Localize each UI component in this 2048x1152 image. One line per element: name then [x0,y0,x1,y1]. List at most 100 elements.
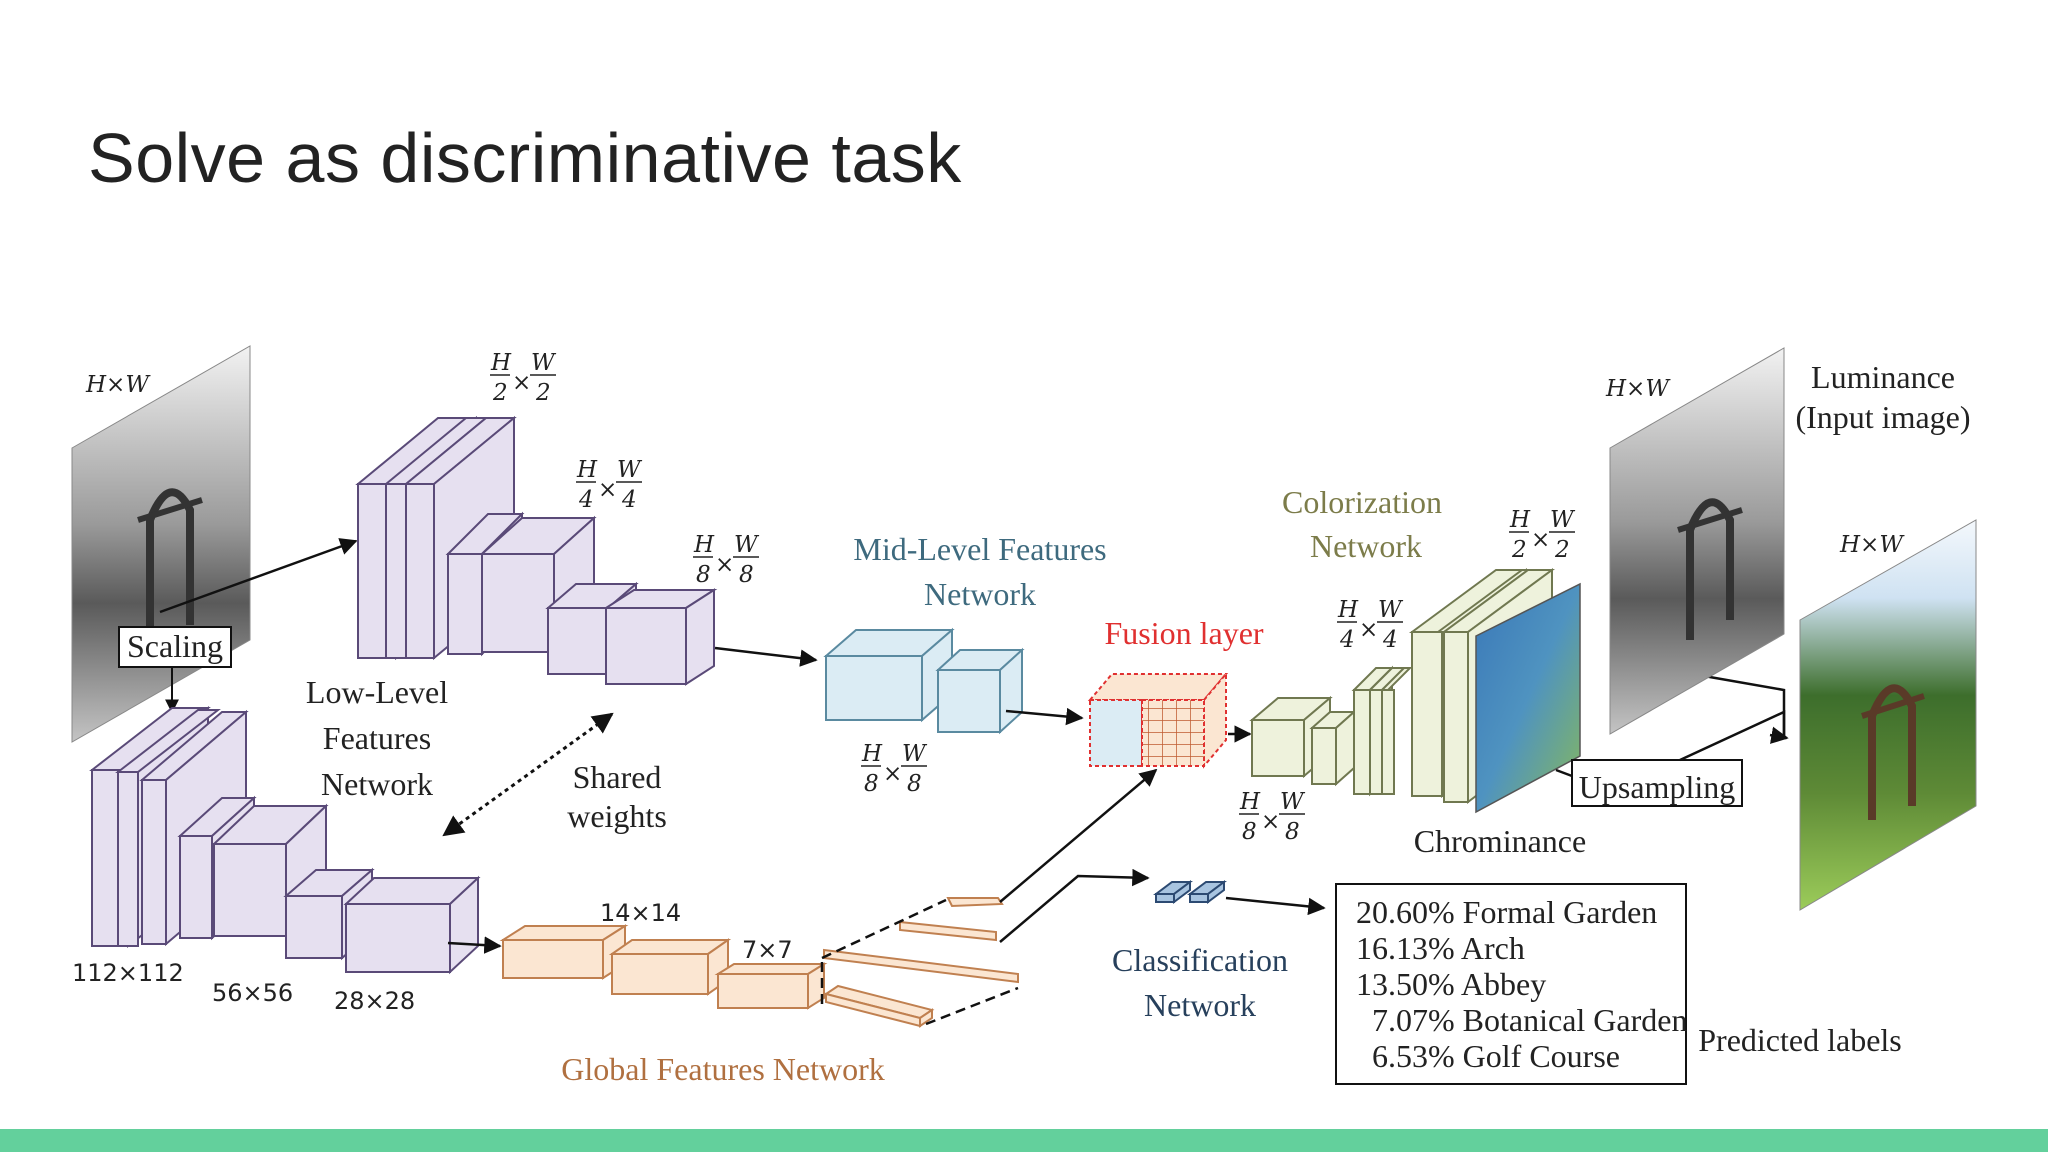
low-level-network-top [355,415,718,686]
svg-text:H: H [1337,597,1359,623]
svg-text:H: H [490,350,512,376]
slide-title: Solve as discriminative task [88,119,962,197]
shared-weights-line2: weights [567,798,667,834]
svg-text:8: 8 [1242,819,1257,845]
predicted-label-1: 20.60% Formal Garden [1356,894,1657,930]
svg-text:8: 8 [1285,819,1300,845]
low-to-global-arrow [447,936,502,954]
colorized-output-image [1799,519,1977,911]
mid-level-network [823,627,1025,735]
merge-output-arrow [1769,726,1789,744]
svg-text:H: H [861,741,883,767]
mid-level-label-line2: Network [924,576,1036,612]
svg-text:8: 8 [739,562,754,588]
svg-text:W: W [1280,789,1306,815]
predicted-labels-caption: Predicted labels [1698,1022,1901,1058]
svg-text:×: × [1359,617,1378,643]
svg-text:W: W [617,457,643,483]
global-dashed-lines [820,898,1019,1026]
dim-7: 7×7 [742,936,793,964]
chrominance-output [1475,582,1581,814]
svg-text:×: × [715,552,734,578]
shared-weights-arrow [442,712,614,837]
scaling-box [118,626,232,668]
svg-text:4: 4 [1339,627,1355,653]
dim-14: 14×14 [600,899,681,927]
scaling-label: Scaling [127,628,223,664]
classification-label-line1: Classification [1112,942,1288,978]
frac-h8w8-mid: H 8 × W 8 [861,741,928,797]
low-level-label-line3: Network [321,766,433,802]
dim-56: 56×56 [212,979,293,1007]
svg-text:×: × [512,370,531,396]
luminance-hw-label: H×W [1605,376,1671,402]
input-to-low-level-arrow [159,538,358,614]
global-to-classification-arrow [999,868,1150,943]
global-to-fusion-arrow [999,768,1158,903]
mid-level-label-line1: Mid-Level Features [853,531,1106,567]
predicted-label-2: 16.13% Arch [1356,930,1525,966]
svg-text:4: 4 [578,487,594,513]
svg-text:×: × [598,477,617,503]
colorization-label-line1: Colorization [1282,484,1442,520]
svg-text:W: W [734,532,760,558]
dim-28: 28×28 [334,987,415,1015]
global-network-label: Global Features Network [561,1051,884,1087]
svg-text:4: 4 [621,487,637,513]
classification-to-labels-arrow [1225,896,1326,916]
output-hw-label: H×W [1839,532,1905,558]
predicted-label-3: 13.50% Abbey [1356,966,1546,1002]
upsampling-box [1571,759,1743,807]
svg-text:8: 8 [864,771,879,797]
svg-text:H: H [576,457,598,483]
chroma-to-upsampling-line [1555,768,1573,778]
footer-accent-bar [0,1129,2048,1152]
svg-text:×: × [1531,527,1550,553]
svg-text:W: W [1550,507,1576,533]
predicted-label-4: 7.07% Botanical Garden [1372,1002,1687,1038]
frac-h4w4-color: H 4 × W 4 [1337,597,1404,653]
fusion-layer [1087,671,1229,769]
classification-label-line2: Network [1144,987,1256,1023]
dim-112: 112×112 [72,959,184,987]
low-level-label-line2: Features [323,720,431,756]
predicted-labels-box [1335,883,1687,1085]
svg-text:H: H [693,532,715,558]
luminance-image [1609,347,1785,735]
frac-h2w2-top: H 2 × W 2 [490,350,557,406]
low-level-label-line1: Low-Level [306,674,448,710]
svg-text:H: H [1239,789,1261,815]
input-hw-label: H×W [85,372,151,398]
svg-text:2: 2 [492,380,508,406]
input-image-left [71,345,251,743]
svg-text:8: 8 [696,562,711,588]
frac-h4w4-top: H 4 × W 4 [576,457,643,513]
svg-text:2: 2 [1554,537,1570,563]
frac-h8w8-top: H 8 × W 8 [693,532,760,588]
upsampling-join-line [1679,710,1786,762]
low-to-mid-arrow [714,646,818,667]
upsampling-label: Upsampling [1579,769,1735,805]
fusion-layer-label: Fusion layer [1104,615,1263,651]
svg-text:2: 2 [535,380,551,406]
chrominance-label: Chrominance [1414,823,1586,859]
svg-text:W: W [531,350,557,376]
svg-text:2: 2 [1511,537,1527,563]
low-level-network-bottom [89,705,481,975]
svg-text:×: × [1261,809,1280,835]
svg-text:8: 8 [907,771,922,797]
mid-to-fusion-arrow [1005,707,1084,726]
global-network [499,897,1019,1028]
predicted-label-5: 6.53% Golf Course [1372,1038,1620,1074]
svg-text:4: 4 [1382,627,1398,653]
svg-text:×: × [883,761,902,787]
frac-h2w2-color: H 2 × W 2 [1509,507,1576,563]
luminance-label-line1: Luminance [1811,359,1955,395]
luminance-label-line2: (Input image) [1795,399,1970,435]
svg-text:W: W [1378,597,1404,623]
svg-text:W: W [902,741,928,767]
colorization-label-line2: Network [1310,528,1422,564]
classification-network [1153,880,1227,904]
frac-h8w8-color: H 8 × W 8 [1239,789,1306,845]
